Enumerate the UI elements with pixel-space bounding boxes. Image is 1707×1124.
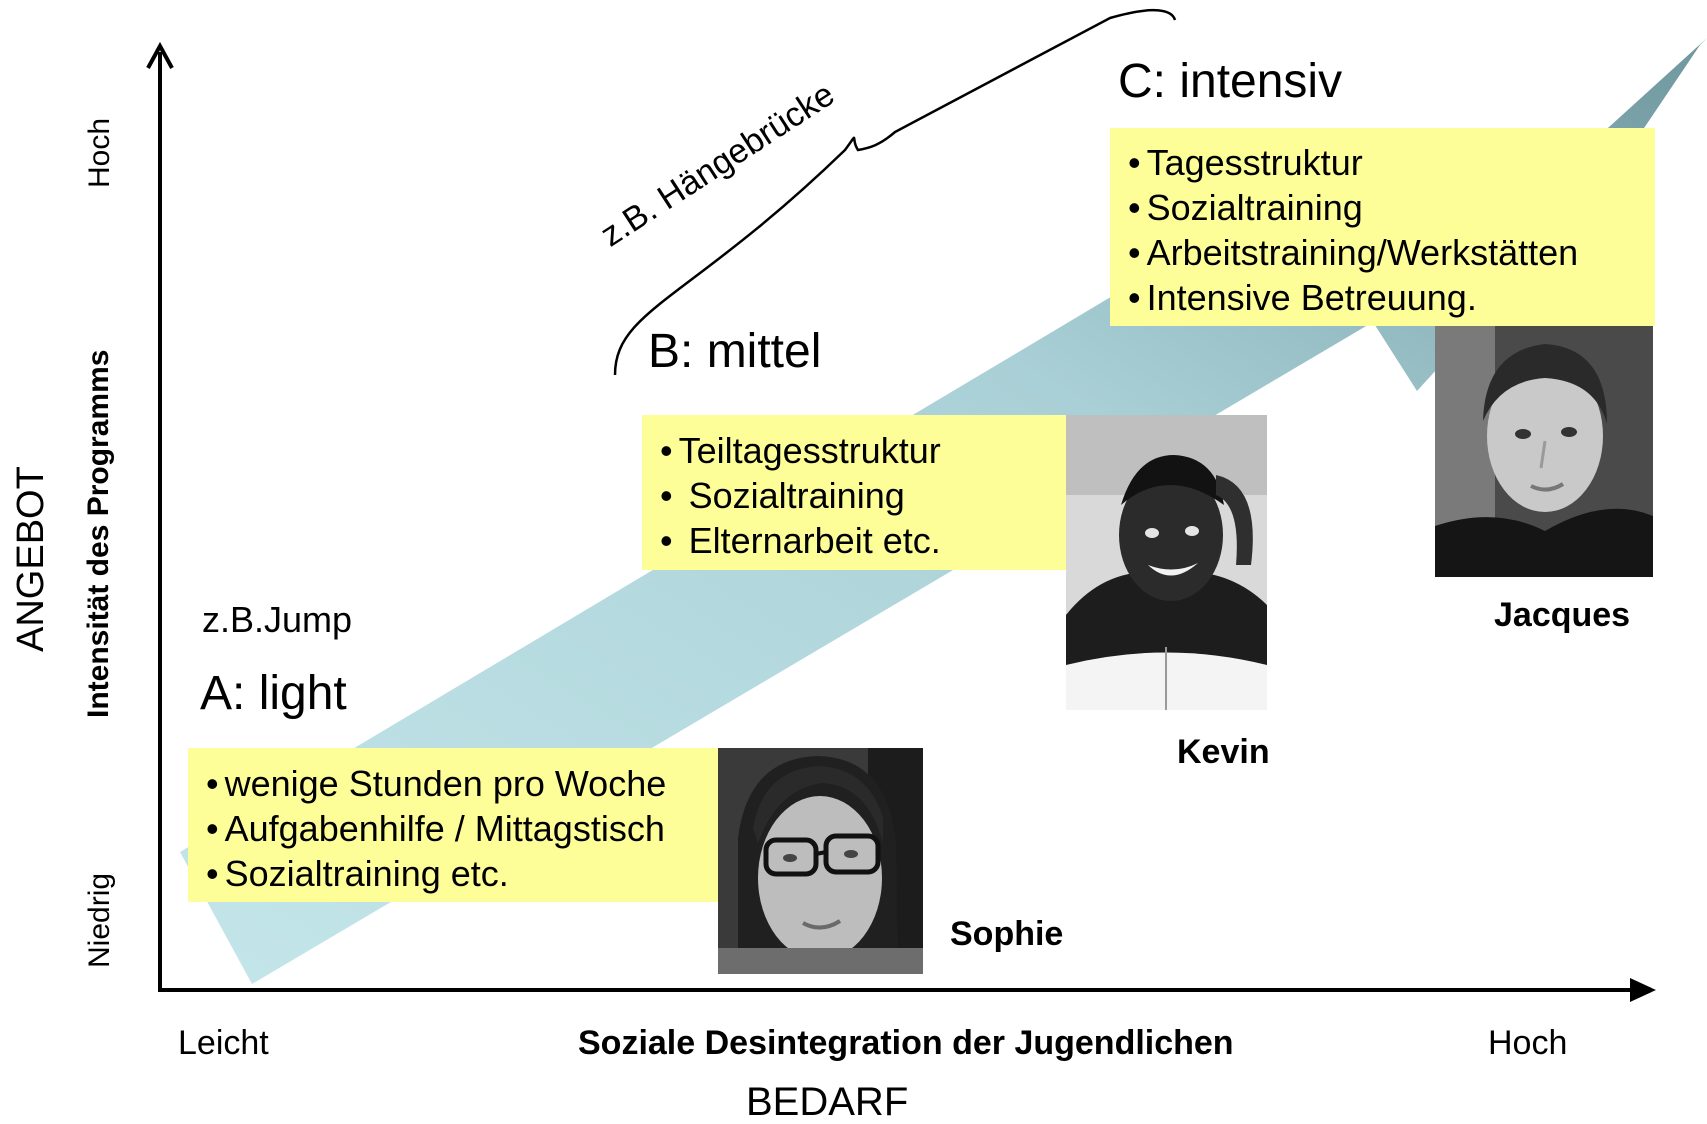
y-axis-high-label: Hoch	[83, 117, 116, 188]
level-a-item: Aufgabenhilfe / Mittagstisch	[206, 806, 718, 851]
x-axis-arrowhead	[1630, 978, 1656, 1002]
x-axis-low-label: Leicht	[178, 1024, 269, 1062]
bridge-brace	[613, 8, 1177, 376]
y-axis-subtitle: Intensität des Programms	[82, 349, 115, 718]
level-b-box: Teiltagesstruktur Sozialtraining Elterna…	[642, 415, 1067, 570]
level-a-title: A: light	[200, 667, 347, 720]
level-b-title: B: mittel	[648, 325, 822, 378]
x-axis-high-label: Hoch	[1488, 1024, 1568, 1062]
level-a-example: z.B.Jump	[202, 599, 353, 640]
y-axis-low-label: Niedrig	[83, 872, 116, 968]
level-c-box: Tagesstruktur Sozialtraining Arbeitstrai…	[1110, 128, 1655, 326]
level-b-item: Sozialtraining	[660, 473, 1067, 518]
level-a-box: wenige Stunden pro Woche Aufgabenhilfe /…	[188, 748, 718, 902]
x-axis-title: BEDARF	[746, 1080, 909, 1124]
level-c-item: Intensive Betreuung.	[1128, 275, 1655, 320]
y-axis-arrowhead	[146, 41, 174, 69]
level-b-item: Teiltagesstruktur	[660, 428, 1067, 473]
sophie-photo	[718, 748, 923, 974]
level-c-item: Sozialtraining	[1128, 185, 1655, 230]
jacques-name: Jacques	[1494, 596, 1631, 634]
level-c-title: C: intensiv	[1118, 55, 1343, 108]
level-c-item: Tagesstruktur	[1128, 140, 1655, 185]
level-b-item: Elternarbeit etc.	[660, 518, 1067, 563]
kevin-photo	[1066, 415, 1267, 710]
kevin-name: Kevin	[1177, 733, 1270, 771]
jacques-photo	[1435, 326, 1653, 577]
y-axis-title: ANGEBOT	[10, 466, 52, 652]
level-a-item: wenige Stunden pro Woche	[206, 761, 718, 806]
level-a-item: Sozialtraining etc.	[206, 851, 718, 896]
x-axis-subtitle: Soziale Desintegration der Jugendlichen	[578, 1024, 1234, 1062]
level-c-item: Arbeitstraining/Werkstätten	[1128, 230, 1655, 275]
sophie-name: Sophie	[950, 915, 1064, 953]
